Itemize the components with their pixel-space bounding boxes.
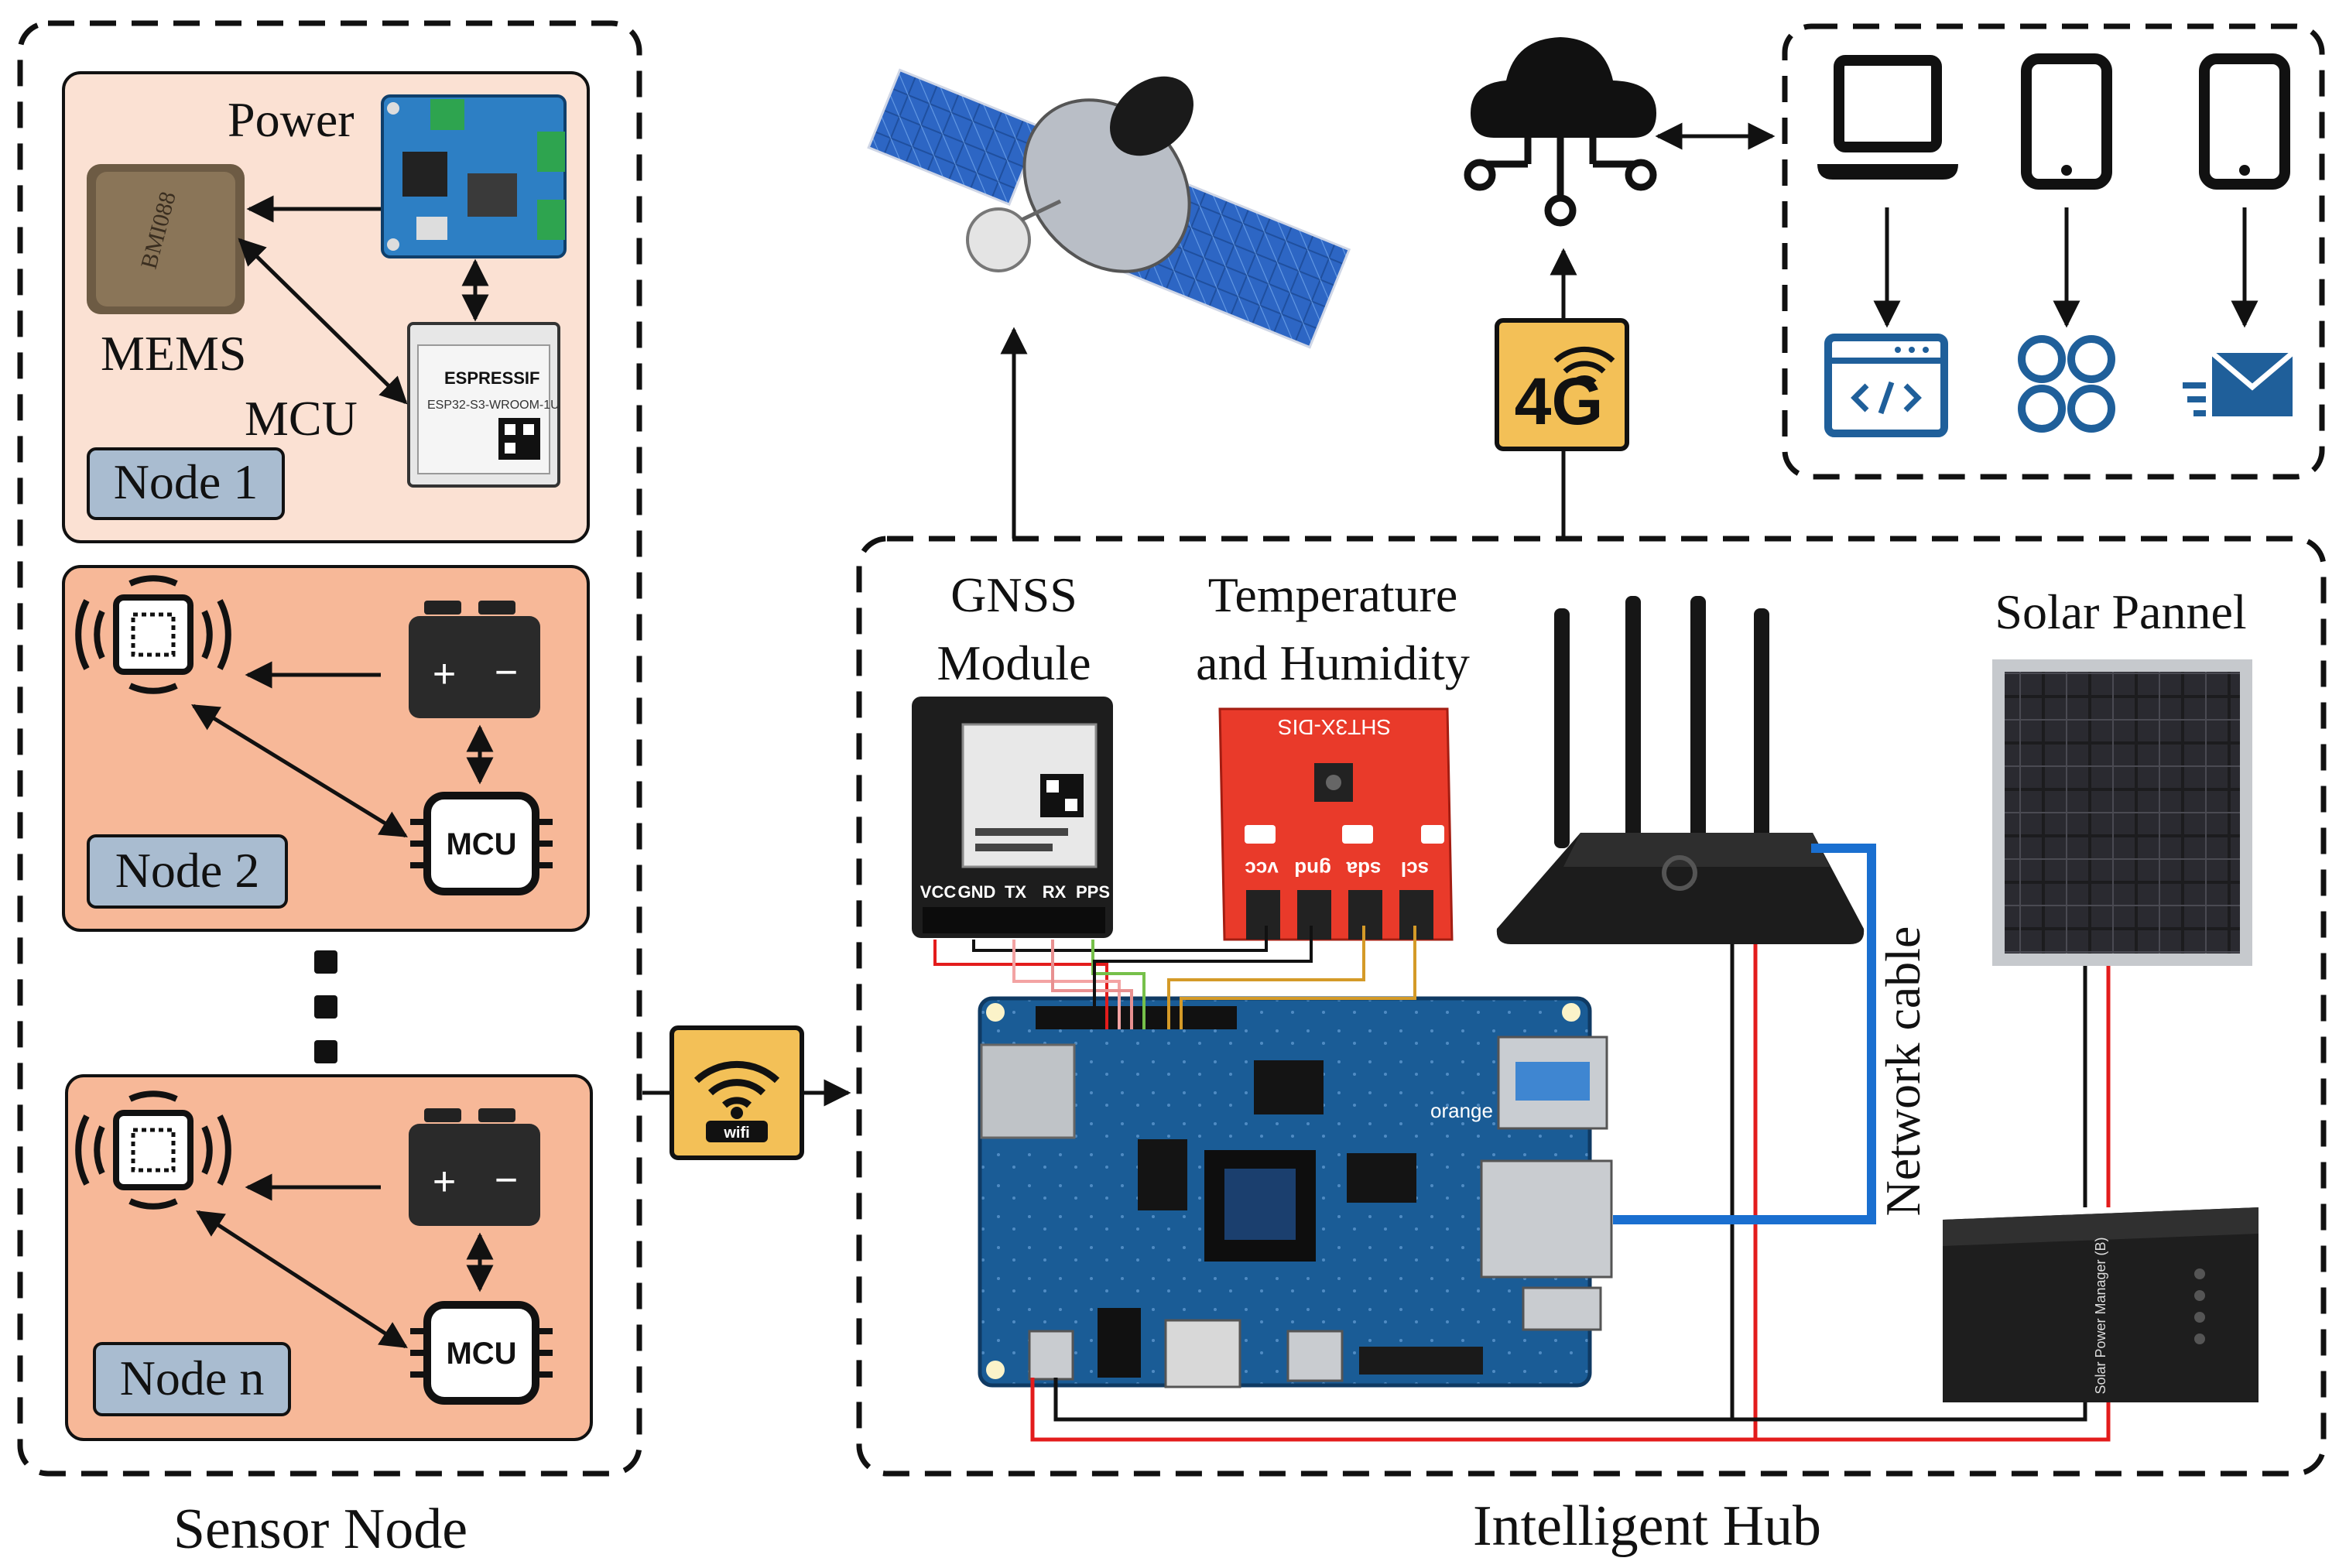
svg-text:−: −	[495, 650, 518, 695]
mems-label: MEMS	[101, 326, 247, 381]
4g-router-image	[1496, 596, 1865, 944]
esp32-module-image: ESPRESSIF ESP32-S3-WROOM-1U	[407, 322, 560, 488]
signal-icon	[1553, 346, 1615, 385]
vibration-sensor-icon	[75, 1090, 231, 1210]
gnss-pin-pps: PPS	[1076, 882, 1110, 902]
cloud-network-icon	[1464, 37, 1657, 227]
node-n-mcu-text: MCU	[446, 1337, 516, 1371]
solar-panel-image	[1992, 659, 2252, 966]
espressif-brand: ESPRESSIF	[444, 368, 539, 388]
th-label-line1: Temperature	[1208, 567, 1457, 622]
node-2-panel: + − MCU Node 2	[62, 565, 590, 932]
arrow-sensor-mcu	[196, 1210, 408, 1349]
node-1-badge-text: Node 1	[114, 454, 259, 509]
th-pin-sda: sda	[1346, 858, 1381, 881]
4g-badge-text: 4G	[1515, 365, 1604, 439]
sensor-node-label: Sensor Node	[173, 1498, 467, 1561]
network-cable-label: Network cable	[1875, 926, 1930, 1217]
node-1-panel: Power BMI088 MEMS MCU ESPRESSIF ESP32-S3…	[62, 71, 590, 543]
battery-icon: + −	[409, 1108, 540, 1226]
network-cable	[1613, 844, 1876, 1224]
intelligent-hub-label: Intelligent Hub	[1473, 1494, 1821, 1558]
mcu-chip-icon: MCU	[410, 792, 553, 895]
th-pin-scl: scl	[1401, 858, 1429, 881]
web-code-icon	[1824, 334, 1948, 437]
node-n-badge	[93, 1342, 291, 1416]
battery-icon: + −	[409, 601, 540, 718]
mems-chip-image: BMI088	[87, 164, 245, 314]
wifi-badge: wifi	[670, 1025, 804, 1160]
power-wiring	[1030, 944, 2111, 1442]
more-nodes-ellipsis	[314, 950, 337, 1063]
mail-send-icon	[2183, 351, 2295, 416]
gnss-pin-vcc: VCC	[920, 882, 957, 902]
arrow-mems-mcu	[238, 238, 408, 405]
sht3x-sensor-image: SHT3X-DIS vcc gnd sda scl	[1218, 707, 1454, 941]
satellite-image	[867, 68, 1351, 349]
power-manager-text: Solar Power Manager (B)	[2093, 1237, 2108, 1394]
solar-power-manager-image: Solar Power Manager (B)	[1943, 1207, 2259, 1402]
intelligent-hub-group	[856, 536, 2327, 1477]
mcu-label: MCU	[245, 391, 358, 446]
sensor-node-group	[17, 20, 642, 1477]
gnss-module-image: VCC GND TX RX PPS	[912, 697, 1113, 938]
gnss-pin-rx: RX	[1043, 882, 1067, 902]
4g-badge: 4G	[1495, 318, 1629, 451]
node-n-badge-text: Node n	[120, 1351, 265, 1405]
smartphone-icon	[2021, 53, 2112, 190]
th-label-line2: and Humidity	[1196, 635, 1470, 690]
solar-panel-label: Solar Pannel	[1995, 584, 2246, 639]
gnss-label-line1: GNSS	[950, 567, 1077, 622]
sht3x-board-title: SHT3X-DIS	[1278, 715, 1391, 739]
gnss-pin-gnd: GND	[958, 882, 996, 902]
orange-pi-sbc-image: orange pi 5	[978, 996, 1613, 1388]
th-pin-gnd: gnd	[1294, 858, 1331, 881]
th-pin-vcc: vcc	[1245, 858, 1278, 881]
node-2-mcu-text: MCU	[446, 827, 516, 861]
gnss-label-line2: Module	[937, 635, 1091, 690]
arrow-sensor-mcu	[191, 704, 408, 838]
node-2-badge-text: Node 2	[115, 843, 260, 898]
node-1-badge	[87, 447, 285, 520]
node-2-badge	[87, 834, 288, 909]
power-label: Power	[228, 92, 354, 147]
esp32-model-text: ESP32-S3-WROOM-1U	[427, 399, 560, 412]
node-n-panel: + − MCU Node n	[65, 1074, 593, 1441]
client-devices-group	[1782, 23, 2325, 480]
mcu-chip-icon: MCU	[410, 1301, 553, 1405]
sht3x-pin-labels: vcc gnd sda scl	[1245, 858, 1429, 881]
power-board-image	[381, 94, 567, 258]
sensor-wiring	[933, 926, 1416, 1029]
gnss-pin-labels: VCC GND TX RX PPS	[920, 882, 1110, 902]
wifi-badge-text: wifi	[723, 1125, 749, 1142]
laptop-icon	[1817, 55, 1958, 180]
vibration-sensor-icon	[75, 575, 231, 694]
svg-text:+: +	[433, 652, 456, 697]
wifi-icon	[693, 1060, 780, 1119]
svg-text:−: −	[495, 1158, 518, 1203]
smartphone-icon	[2199, 53, 2290, 190]
app-grid-icon	[2018, 335, 2115, 433]
gnss-pin-tx: TX	[1005, 882, 1026, 902]
svg-text:+: +	[433, 1159, 456, 1204]
